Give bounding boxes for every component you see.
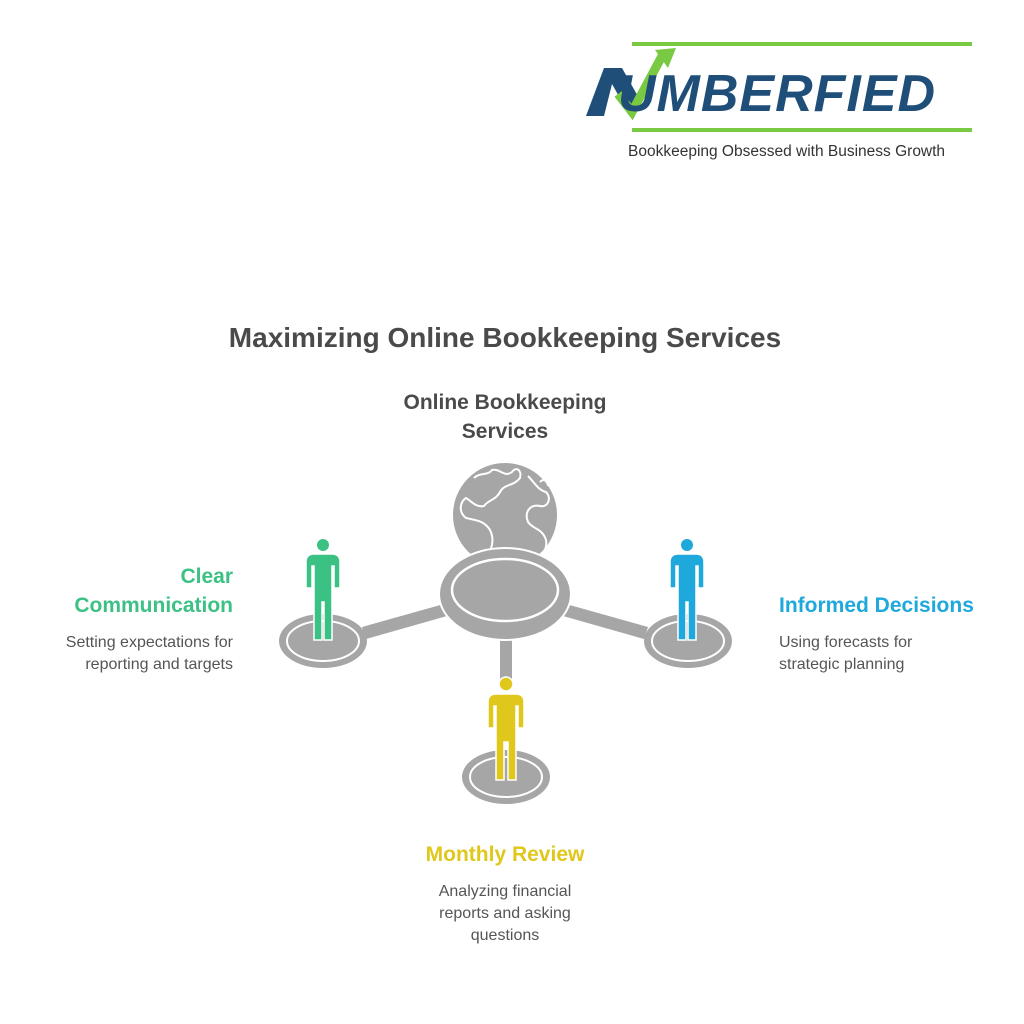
- person-icon-green: [305, 539, 341, 641]
- node-heading-line: Monthly Review: [425, 843, 585, 866]
- node-description-line: reports and asking: [439, 905, 571, 922]
- page-title: Maximizing Online Bookkeeping Services: [228, 322, 782, 353]
- person-icon-yellow: [487, 676, 525, 781]
- person-icon-blue: [669, 539, 705, 641]
- logo-tagline: Bookkeeping Obsessed with Business Growt…: [628, 143, 946, 160]
- node-description-line: reporting and targets: [85, 656, 233, 673]
- logo-bottom-rule: [632, 128, 972, 132]
- node-monthly-review: Monthly Review Analyzing financial repor…: [380, 840, 630, 947]
- connectors: [362, 604, 648, 686]
- platform-bottom: [462, 750, 550, 804]
- node-description-line: Analyzing financial: [438, 883, 572, 900]
- hub-platform: [438, 547, 572, 641]
- node-description-line: Using forecasts for: [779, 634, 913, 651]
- node-description-line: questions: [470, 927, 540, 944]
- logo-wordmark: UMBERFIED: [618, 65, 937, 123]
- node-heading-line: Clear: [180, 565, 233, 588]
- node-heading-line: Communication: [74, 594, 233, 617]
- logo-top-rule: [632, 42, 972, 46]
- node-description-line: Setting expectations for: [65, 634, 233, 651]
- node-informed-decisions: Informed Decisions Using forecasts for s…: [779, 591, 1019, 676]
- hub-label: Online Bookkeeping Services: [403, 391, 607, 443]
- node-heading-line: Informed Decisions: [779, 594, 974, 617]
- node-description-line: strategic planning: [779, 656, 905, 673]
- platform-left: [279, 614, 367, 668]
- node-clear-communication: Clear Communication Setting expectations…: [20, 562, 233, 676]
